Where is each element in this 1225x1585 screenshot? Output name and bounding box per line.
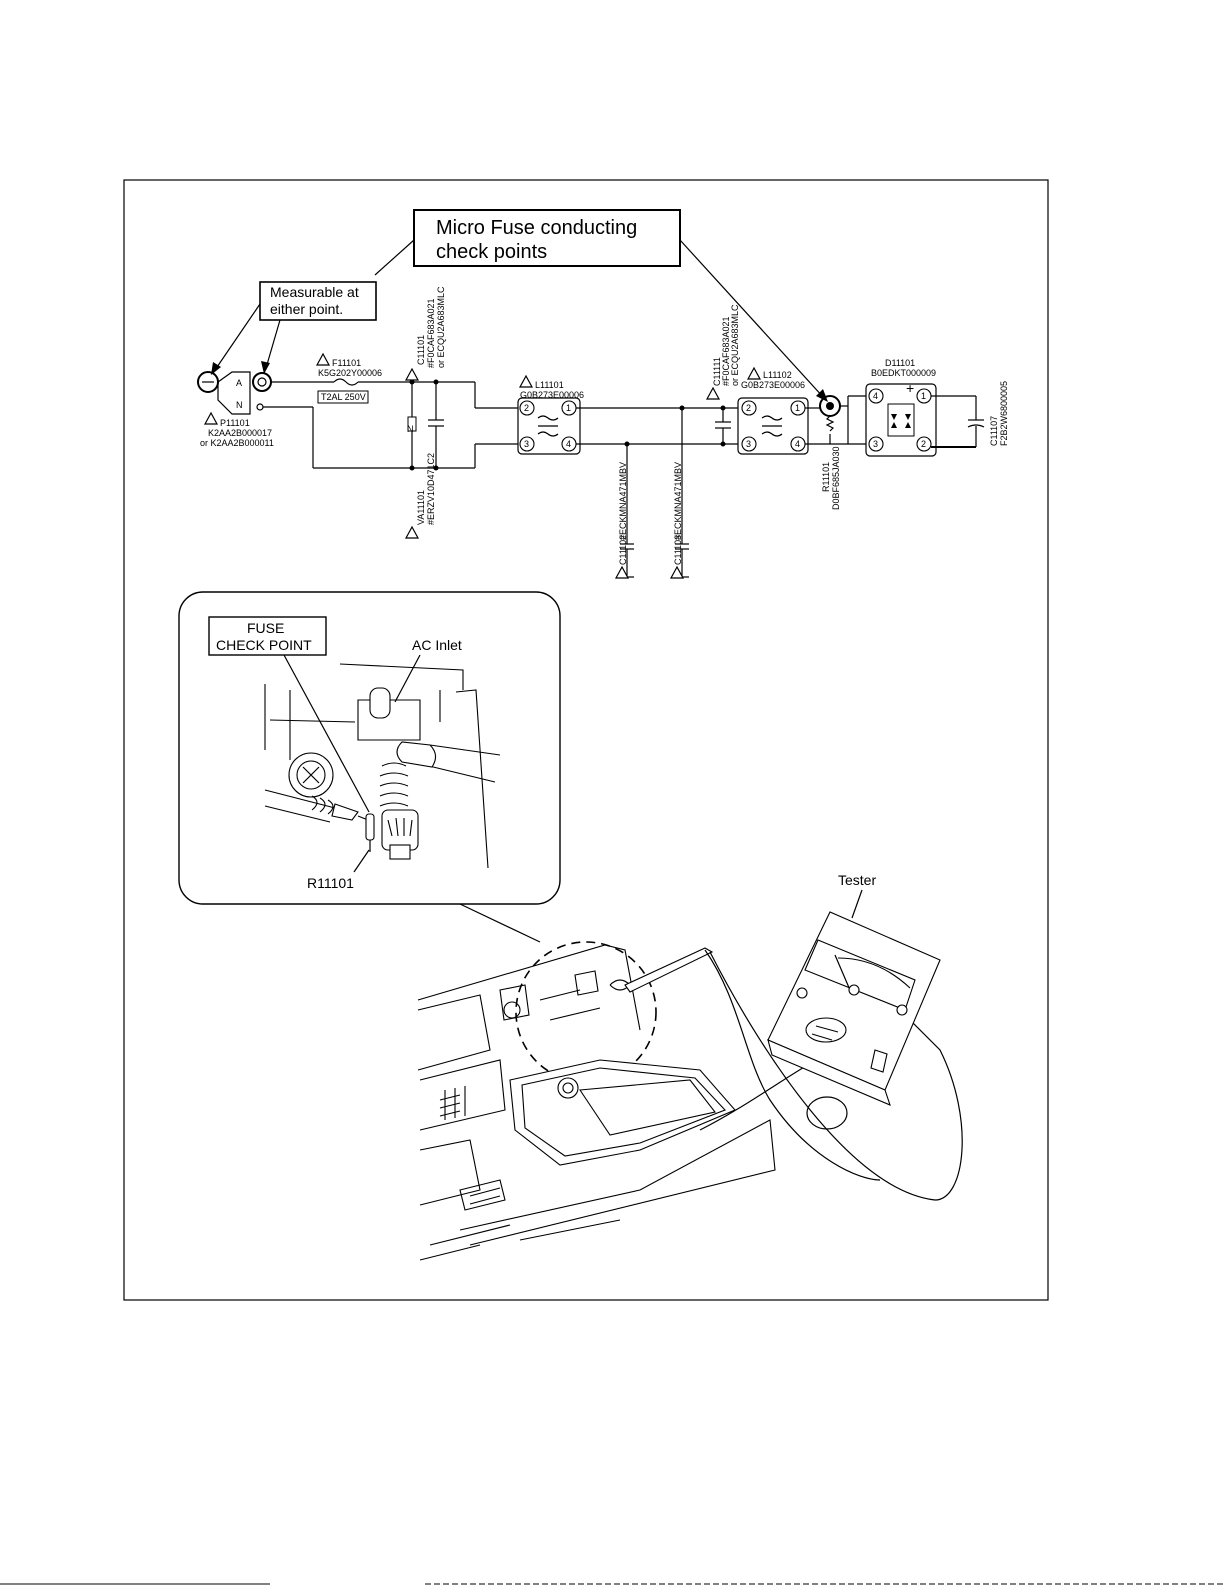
- l11101-part: G0B273E00006: [520, 390, 584, 400]
- resistor-r11101-symbol: [825, 415, 835, 432]
- figure-frame: [123, 179, 1049, 1301]
- tester-label: Tester: [838, 872, 876, 888]
- callout-leader-right: [679, 239, 825, 399]
- l11102-pin1: 1: [795, 403, 800, 413]
- warning-icon: [518, 374, 534, 388]
- fuse-symbol: [333, 378, 359, 386]
- inset-detail-view: FUSE CHECK POINT AC Inlet R11101: [178, 591, 561, 905]
- c11103-part: #ECKMNA471MBV: [673, 462, 683, 540]
- multimeter-icon: [767, 911, 941, 1106]
- arrow-head-1: [211, 362, 221, 375]
- ac-inlet-symbol: A N: [197, 371, 272, 415]
- bridge-rectifier-d11101: 4 1 3 2 +: [865, 380, 937, 457]
- d11101-ref: D11101: [885, 358, 915, 368]
- inlet-pin-a: A: [236, 378, 242, 388]
- va-part: #ERZV10D471C2: [426, 453, 436, 525]
- c11111-part1: #F0CAF683A021: [721, 316, 731, 386]
- fuse-rating: T2AL 250V: [321, 392, 366, 402]
- l11102-part: G0B273E00006: [741, 380, 805, 390]
- junction-dot: [720, 441, 726, 447]
- choke-l11102-symbol: 2 1 3 4: [737, 397, 809, 455]
- choke-l11101-symbol: 2 1 3 4: [517, 397, 581, 455]
- ac-inlet-label: AC Inlet: [412, 637, 462, 653]
- callout-leader-left: [374, 239, 415, 276]
- c11111-ref: C11111: [712, 357, 722, 386]
- warning-icon: [614, 565, 630, 579]
- fuse-ref: F11101: [332, 358, 361, 368]
- c11111-part2: or ECQU2A683MLC: [730, 304, 740, 386]
- junction-dot: [433, 465, 439, 471]
- arrow-head-right: [816, 389, 828, 402]
- inset-leader: [459, 903, 541, 943]
- l11102-pin4: 4: [795, 439, 800, 449]
- fuse-check-point-line1: FUSE: [247, 620, 284, 636]
- c11103-ref: C11103: [673, 535, 683, 565]
- c11101-ref: C11101: [416, 335, 426, 365]
- d11101-pin2: 2: [921, 439, 926, 449]
- tester-wire-1: [704, 949, 881, 1181]
- measurable-callout-line1: Measurable at: [270, 284, 359, 300]
- c11102-part: #ECKMNA471MBV: [618, 462, 628, 540]
- warning-icon: [203, 411, 219, 425]
- inlet-pin-n: N: [236, 400, 243, 410]
- tester-wire-2: [709, 951, 963, 1201]
- measurable-leader-2: [265, 319, 281, 369]
- d11101-pin3: 3: [873, 439, 878, 449]
- micro-fuse-callout-line2: check points: [436, 241, 547, 263]
- junction-dot: [433, 379, 439, 385]
- measurable-callout: Measurable at either point.: [259, 281, 377, 321]
- d11101-pin1: 1: [921, 391, 926, 401]
- junction-dot: [409, 465, 415, 471]
- c11107-ref: C11107: [989, 416, 999, 446]
- cable-loop: [806, 1096, 848, 1130]
- varistor-glyph: N: [407, 424, 414, 434]
- warning-icon: [404, 367, 420, 381]
- r11101-ref: R11101: [821, 462, 831, 492]
- va-ref: VA11101: [416, 490, 426, 525]
- warning-icon: [315, 352, 331, 366]
- d11101-plus: +: [906, 380, 914, 396]
- fuse-check-point-line2: CHECK POINT: [216, 637, 312, 653]
- micro-fuse-callout-line1: Micro Fuse conducting: [436, 217, 637, 239]
- junction-dot: [409, 379, 415, 385]
- inlet-part1: K2AA2B000017: [208, 428, 272, 438]
- l11101-ref: L11101: [535, 380, 564, 390]
- micro-fuse-callout: Micro Fuse conducting check points: [413, 209, 681, 267]
- l11102-pin3: 3: [746, 439, 751, 449]
- l11101-pin1: 1: [566, 403, 571, 413]
- l11102-pin2: 2: [746, 403, 751, 413]
- r11101-inset-label: R11101: [307, 875, 354, 891]
- inlet-ref: P11101: [220, 418, 250, 428]
- check-point-center: [826, 402, 834, 410]
- c11107-part: F2B2W6800005: [999, 381, 1009, 446]
- l11101-pin3: 3: [524, 439, 529, 449]
- tester-leader: [851, 889, 863, 919]
- l11102-ref: L11102: [763, 370, 792, 380]
- device-chassis-drawing: [417, 944, 776, 1261]
- fuse-part: K5G202Y00006: [318, 368, 382, 378]
- measurable-leader-1: [214, 303, 261, 371]
- d11101-pin4: 4: [873, 391, 878, 401]
- d11101-part: B0EDKT000009: [871, 368, 936, 378]
- arrow-head-2: [261, 361, 270, 374]
- cap-c11107-plate2: [967, 424, 985, 428]
- fuse-check-point-label-box: [208, 616, 327, 656]
- c11101-part1: #F0CAF683A021: [426, 298, 436, 368]
- measurable-callout-line2: either point.: [270, 301, 343, 317]
- c11101-part2: or ECQU2A683MLC: [436, 286, 446, 368]
- l11101-pin2: 2: [524, 403, 529, 413]
- l11101-pin4: 4: [566, 439, 571, 449]
- warning-icon: [705, 386, 721, 400]
- warning-icon: [746, 366, 762, 380]
- junction-dot: [720, 405, 726, 411]
- detail-highlight-circle: [515, 941, 657, 1083]
- warning-icon: [669, 565, 685, 579]
- inlet-part2: or K2AA2B000011: [200, 438, 274, 448]
- varistor-symbol: [407, 416, 417, 432]
- r11101-part: D0BF685JA030: [831, 446, 841, 510]
- fuse-rating-box: [317, 390, 369, 404]
- warning-icon: [404, 525, 420, 539]
- c11102-ref: C11102: [618, 535, 628, 565]
